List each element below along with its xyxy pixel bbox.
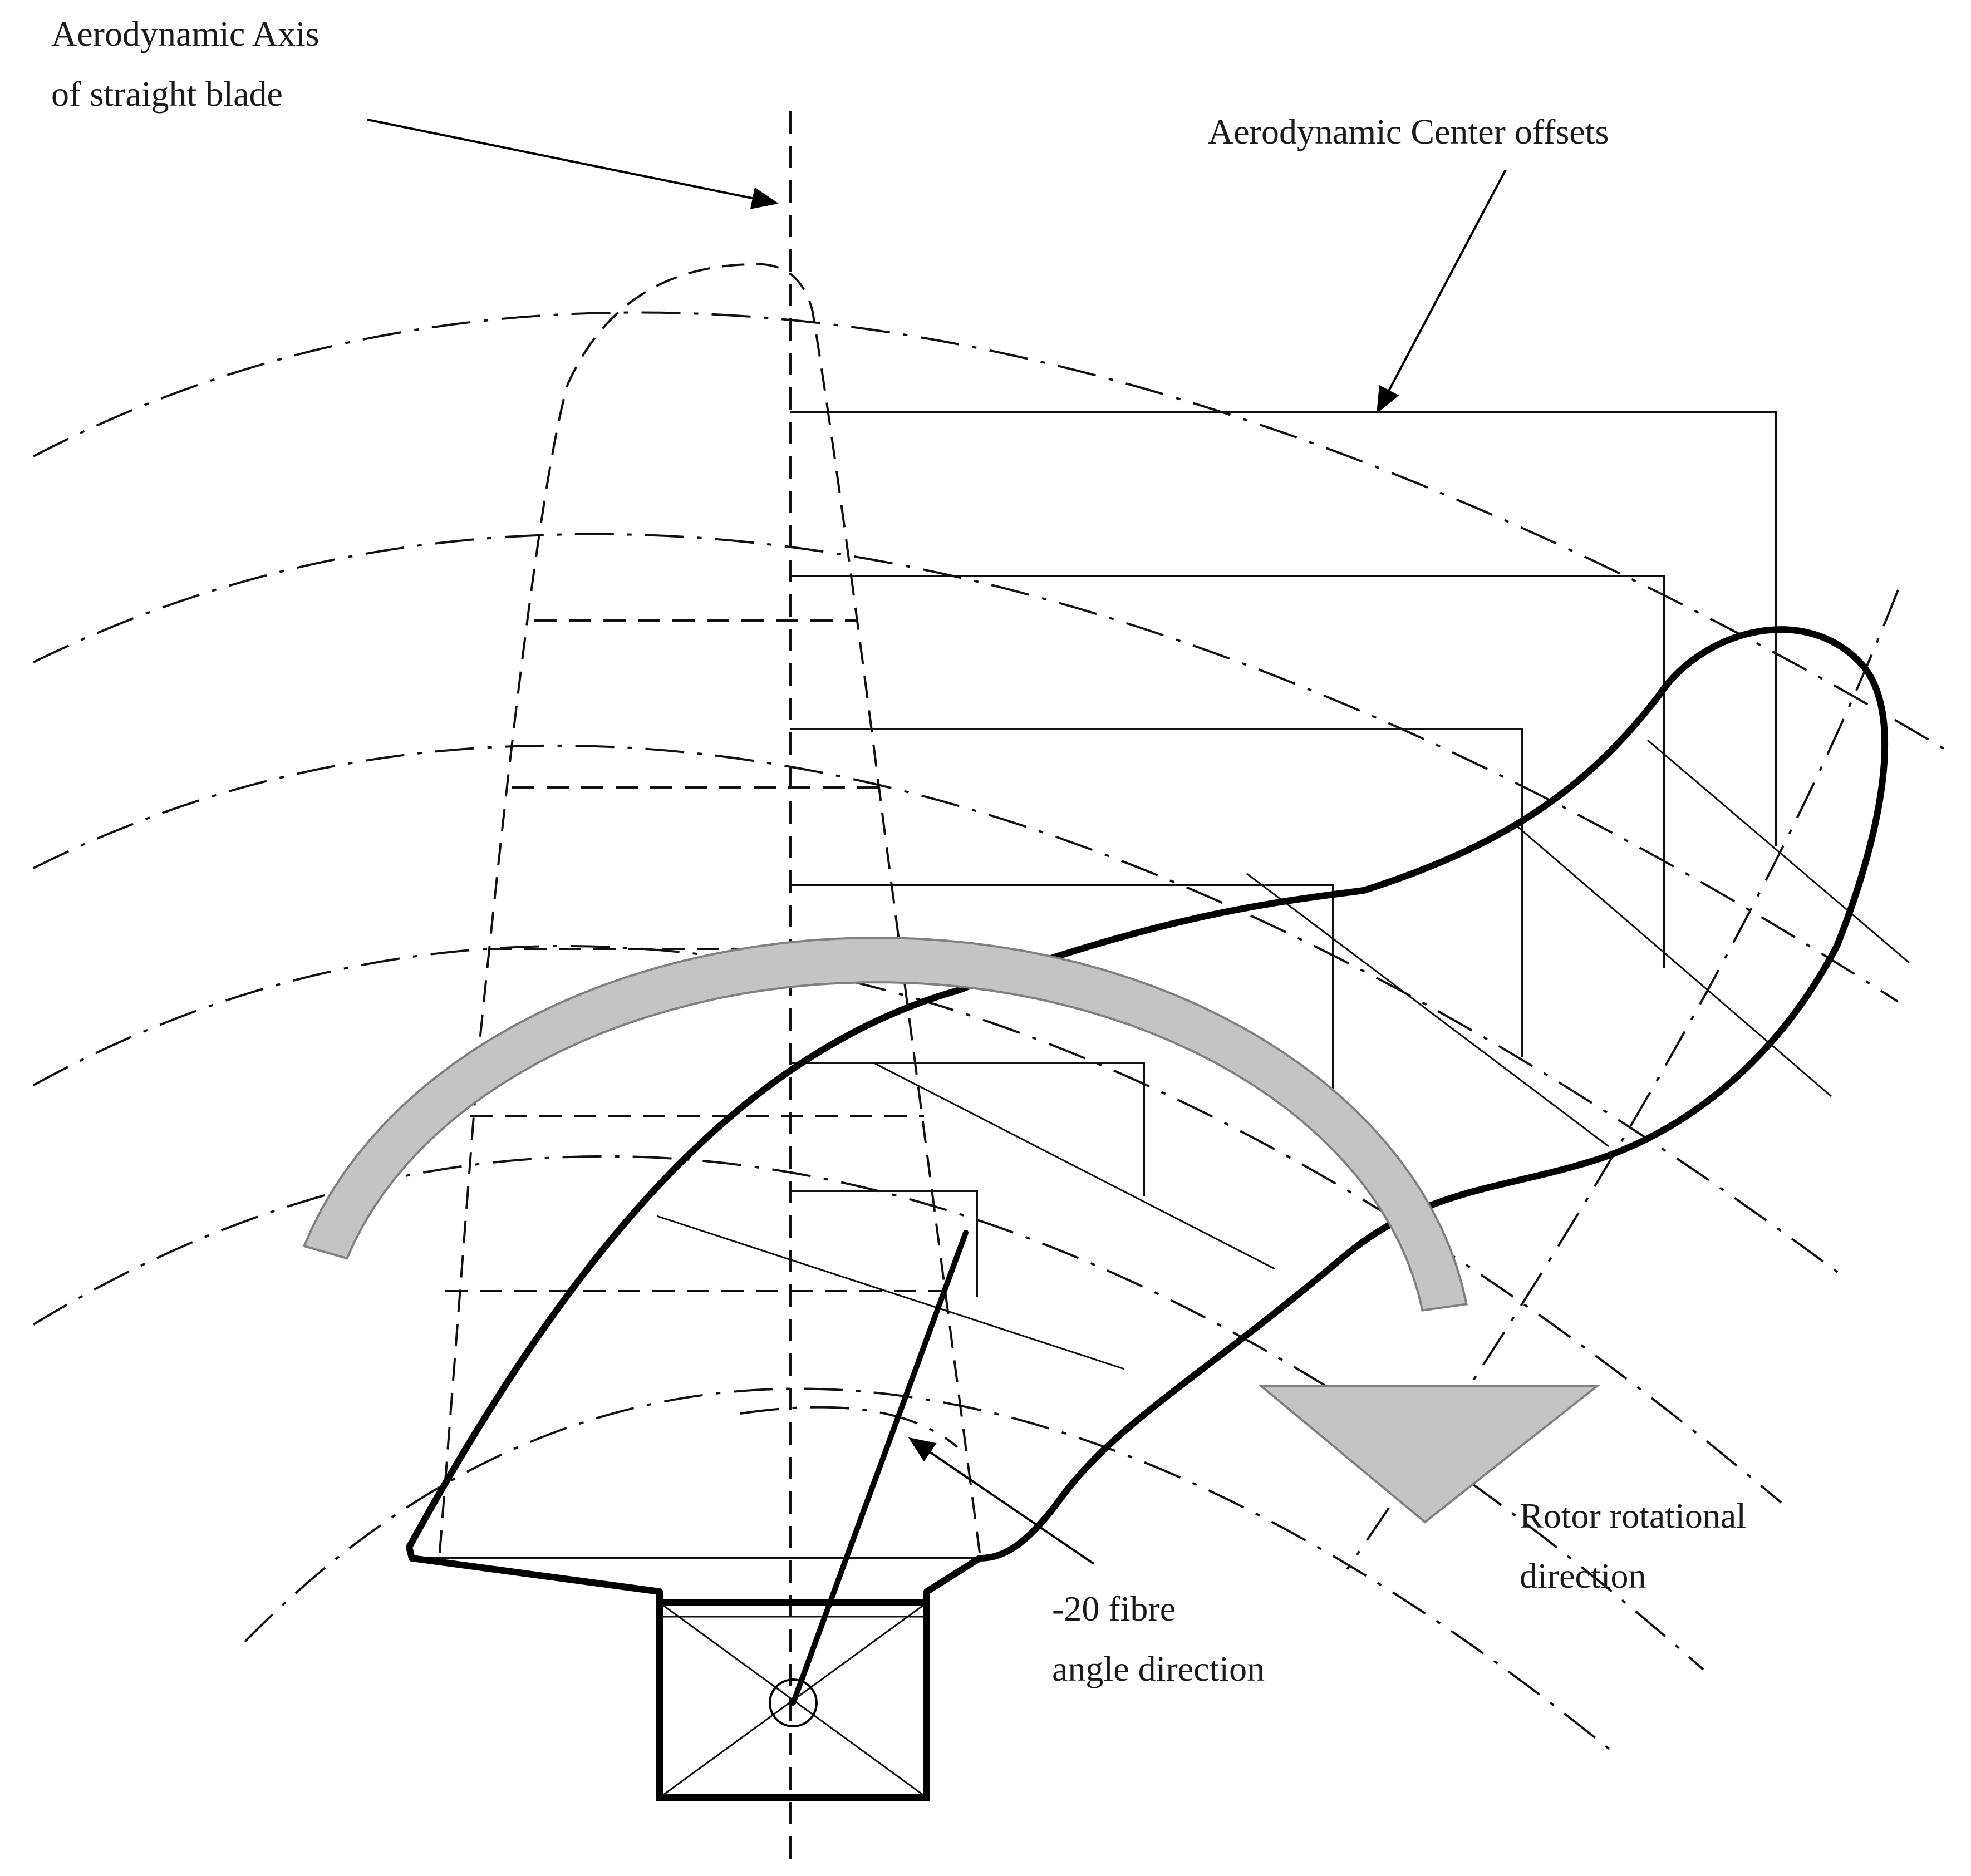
fibre-angle-line — [790, 1230, 969, 1706]
ac-offsets-label: Aerodynamic Center offsets — [1208, 112, 1609, 151]
construction-arcs — [32, 311, 1949, 1754]
swept-blade-sections — [656, 739, 1910, 1370]
straight-blade-outline — [439, 263, 981, 1553]
rotor-label-line1: Rotor rotational — [1520, 1496, 1746, 1535]
swept-blade-outline — [406, 626, 1889, 1606]
fibre-leader-arrow — [908, 1437, 1095, 1565]
rotor-label-line2: direction — [1520, 1556, 1646, 1596]
axis-label-line2: of straight blade — [51, 74, 283, 114]
fibre-label-line2: angle direction — [1052, 1649, 1265, 1688]
ac-offsets-leader-arrow — [1377, 169, 1507, 414]
fibre-label-line1: -20 fibre — [1052, 1589, 1176, 1628]
blade-root-fitting — [412, 1557, 980, 1801]
rotor-rotation-arrow — [302, 937, 1601, 1524]
pitch-axis-circle — [769, 1678, 818, 1727]
axis-label-line1: Aerodynamic Axis — [51, 14, 320, 53]
ac-offset-brackets — [790, 411, 1777, 1297]
axis-leader-arrow — [367, 119, 779, 209]
